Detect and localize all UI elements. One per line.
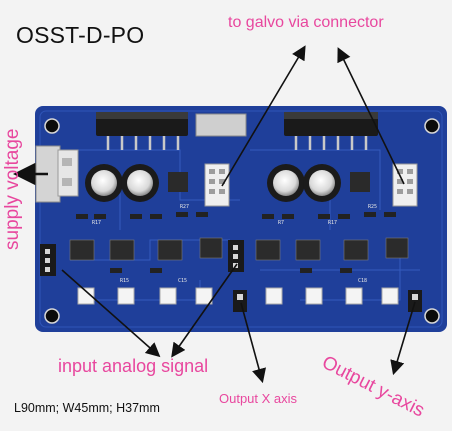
regulator-chip: [168, 172, 370, 192]
annotation-arrows: [13, 45, 416, 384]
label-input-analog: input analog signal: [58, 356, 209, 376]
power-resistor: [77, 287, 399, 305]
label-to-galvo: to galvo via connector: [228, 14, 384, 31]
metal-block: [195, 113, 247, 137]
label-dimensions: L90mm; W45mm; H37mm: [14, 401, 160, 415]
pcb-board: [35, 106, 447, 332]
label-output-x: Output X axis: [219, 391, 298, 406]
ic-chip: [69, 237, 409, 261]
heatsink-left: [96, 112, 188, 150]
silk-r25: R25: [368, 204, 377, 210]
arrow-galvo-right: [337, 47, 405, 185]
silk-r27-left: R27: [180, 204, 189, 210]
capacitor-icon: [85, 164, 341, 202]
silk-r15: R15: [120, 278, 129, 284]
arrow-input-right: [171, 263, 238, 358]
output-header: [233, 290, 422, 312]
input-header: [40, 240, 244, 276]
silk-r7-right: R7: [278, 220, 284, 226]
heatsink-right: [284, 112, 378, 150]
product-title: OSST-D-PO: [16, 22, 145, 48]
silk-c18: C18: [358, 278, 367, 284]
silkscreen-text: R17 R27 R7 R17 R25 R15 C15 C18: [92, 204, 377, 284]
galvo-connector: [204, 163, 418, 207]
mounting-hole-icon: [44, 118, 440, 324]
silk-r17-left: R17: [92, 220, 101, 226]
arrow-output-x: [240, 302, 266, 384]
smd-components: [76, 212, 396, 273]
label-supply-voltage: supply voltage: [2, 128, 23, 250]
arrow-input-left: [61, 269, 161, 358]
arrow-galvo-left: [221, 45, 306, 187]
arrow-output-y: [390, 301, 416, 376]
silk-c15: C15: [178, 278, 187, 284]
silk-r17-right: R17: [328, 220, 337, 226]
